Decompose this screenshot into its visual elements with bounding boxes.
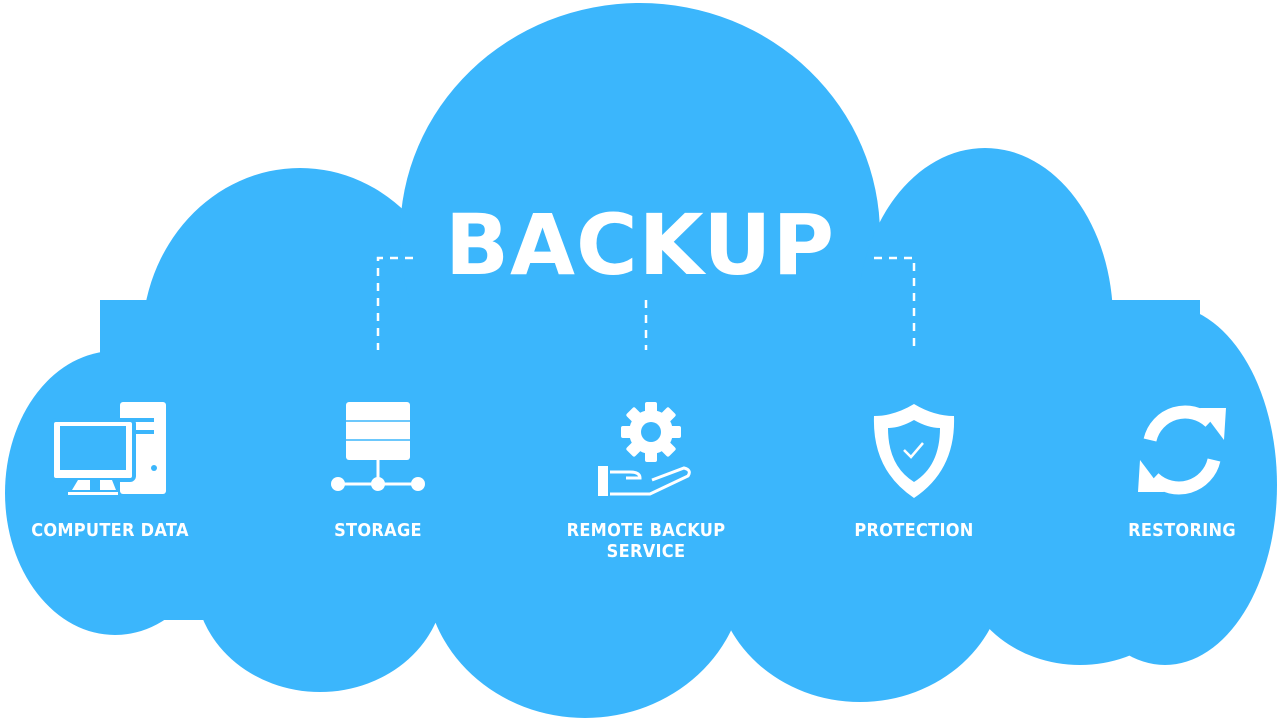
item-protection: PROTECTION [784, 400, 1044, 541]
item-label: COMPUTER DATA [31, 520, 189, 541]
item-remote-backup-service: REMOTE BACKUP SERVICE [516, 400, 776, 562]
shield-check-icon [873, 404, 955, 498]
page-title: BACKUP [444, 196, 836, 294]
gear-hand-icon [598, 402, 691, 496]
item-label: REMOTE BACKUP SERVICE [566, 520, 726, 562]
connector-left [376, 256, 413, 350]
item-computer-data: COMPUTER DATA [0, 400, 240, 541]
item-restoring: RESTORING [1052, 400, 1280, 541]
item-storage: STORAGE [248, 400, 508, 541]
storage-network-icon [331, 402, 425, 491]
refresh-icon [1138, 405, 1226, 495]
computer-icon [50, 402, 166, 495]
item-label: PROTECTION [854, 520, 974, 541]
connector-lines [376, 256, 916, 350]
item-label: STORAGE [334, 520, 422, 541]
item-label: RESTORING [1128, 520, 1236, 541]
